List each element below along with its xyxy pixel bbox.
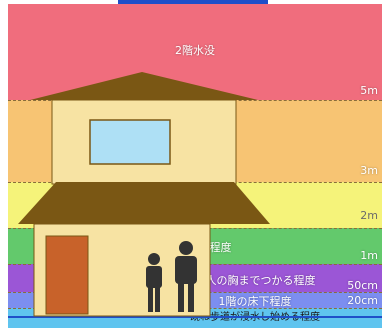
top-accent-bar <box>118 0 268 4</box>
window <box>89 119 171 165</box>
door <box>45 235 89 315</box>
child-figure <box>146 253 162 312</box>
adult-figure <box>175 241 197 312</box>
height-label: 2m <box>360 209 378 222</box>
band-label: 1階の床下程度 <box>218 295 292 308</box>
lower-roof <box>18 182 270 224</box>
band-label: 2階水没 <box>175 44 215 57</box>
height-label: 5m <box>360 84 378 97</box>
height-label: 50cm <box>347 279 378 292</box>
height-label: 1m <box>360 249 378 262</box>
band-label: 大人の胸までつかる程度 <box>194 274 316 287</box>
height-label: 3m <box>360 164 378 177</box>
height-label: 20cm <box>347 294 378 307</box>
ground-line <box>8 316 382 318</box>
upper-roof <box>30 72 258 100</box>
band-floor2-submerged: 2階水没 5m <box>8 4 382 100</box>
